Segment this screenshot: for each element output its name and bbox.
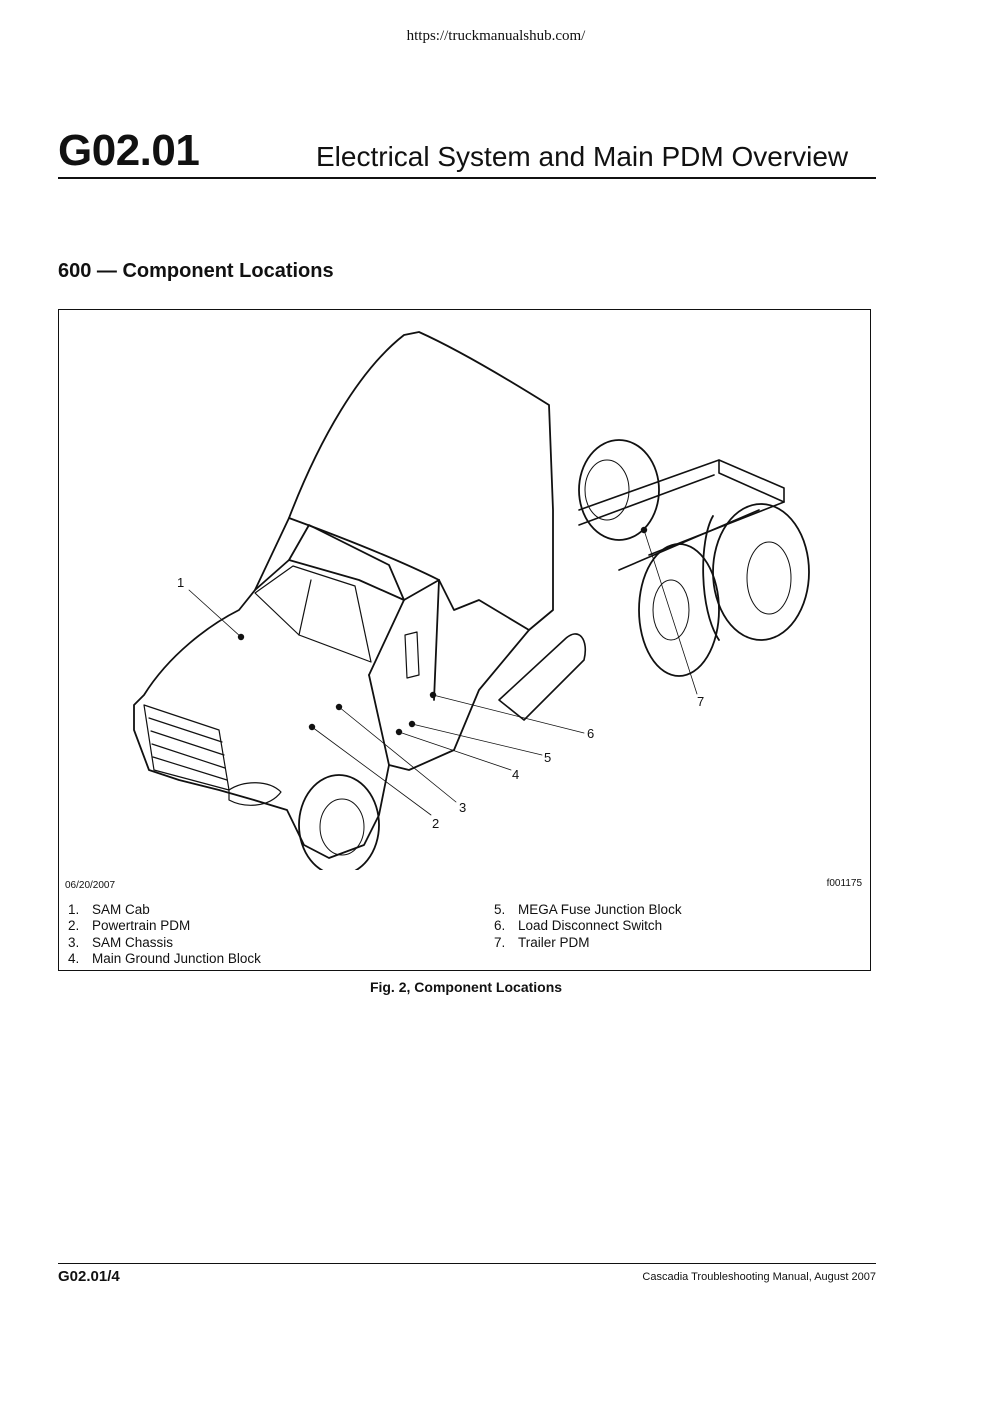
callout-dot-7: [640, 526, 648, 534]
chassis-frame: [578, 459, 785, 571]
callout-dot-2: [308, 723, 316, 731]
source-url: https://truckmanualshub.com/: [406, 28, 586, 44]
fuel-tank: [498, 633, 586, 721]
legend-item: 5.MEGA Fuse Junction Block: [494, 902, 682, 917]
figure-id: f001175: [826, 878, 862, 889]
subsection-heading: 600 — Component Locations: [58, 260, 334, 282]
callout-4: 4: [512, 767, 519, 782]
footer-rule: [58, 1263, 876, 1264]
legend-item: 1.SAM Cab: [68, 902, 150, 917]
callout-5: 5: [544, 750, 551, 765]
windshield: [254, 565, 372, 663]
callout-dot-3: [335, 703, 343, 711]
callout-1: 1: [177, 575, 184, 590]
figure-date: 06/20/2007: [65, 880, 116, 891]
callout-leaders: [188, 529, 698, 816]
callout-dot-4: [395, 728, 403, 736]
cab-body: [133, 331, 554, 859]
grille: [143, 704, 230, 791]
headlight: [228, 782, 282, 806]
page-number: G02.01/4: [58, 1268, 120, 1285]
figure-frame: 1 2 3 4 5 6 7 06/20/2007 f001175 1.SAM C…: [58, 309, 871, 971]
front-wheel: [298, 774, 380, 870]
legend-right: 5.MEGA Fuse Junction Block 6.Load Discon…: [494, 902, 682, 951]
section-number: G02.01: [58, 126, 200, 175]
rear-wheels: [578, 439, 810, 677]
legend-item: 4.Main Ground Junction Block: [68, 950, 261, 966]
callout-dot-5: [408, 720, 416, 728]
header-rule: [58, 177, 876, 179]
callout-dot-1: [237, 633, 245, 641]
manual-title: Cascadia Troubleshooting Manual, August …: [642, 1271, 876, 1283]
legend-left: 1.SAM Cab 2.Powertrain PDM 3.SAM Chassis…: [68, 902, 261, 967]
callout-6: 6: [587, 726, 594, 741]
legend-item: 7.Trailer PDM: [494, 934, 590, 950]
legend-item: 3.SAM Chassis: [68, 934, 174, 950]
legend-item: 2.Powertrain PDM: [68, 918, 191, 934]
callout-2: 2: [432, 816, 439, 831]
callout-dot-6: [429, 691, 437, 699]
truck-illustration: 1 2 3 4 5 6 7: [133, 331, 810, 870]
figure-caption: Fig. 2, Component Locations: [369, 979, 563, 995]
callout-3: 3: [459, 800, 466, 815]
section-title: Electrical System and Main PDM Overview: [316, 141, 849, 172]
callout-7: 7: [697, 694, 704, 709]
callout-dots: [237, 526, 648, 736]
legend-item: 6.Load Disconnect Switch: [494, 918, 663, 934]
side-mirror: [404, 631, 420, 679]
